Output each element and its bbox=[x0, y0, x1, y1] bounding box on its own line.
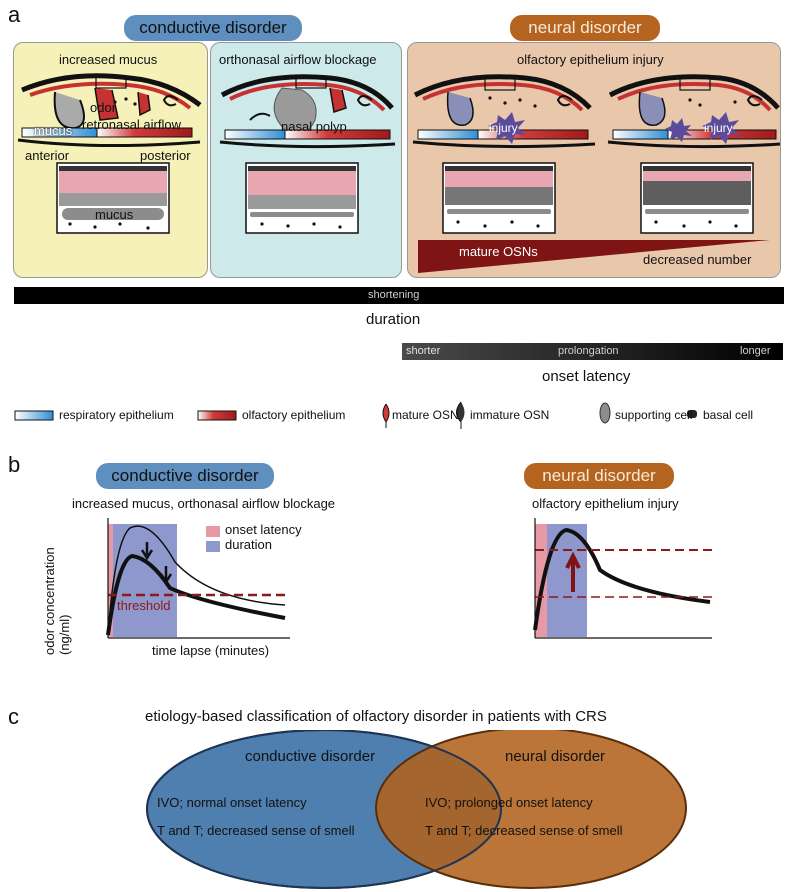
venn-left-title: conductive disorder bbox=[245, 748, 376, 765]
nasal-polyp-label: nasal polyp bbox=[281, 119, 347, 134]
panel-a-conductive-title: conductive disorder bbox=[124, 15, 302, 41]
onset-latency-label: onset latency bbox=[542, 368, 631, 385]
panel-b-conductive-subtitle: increased mucus, orthonasal airflow bloc… bbox=[72, 496, 336, 511]
panel-b-conductive-title: conductive disorder bbox=[96, 463, 274, 489]
epithelium-inset-3 bbox=[442, 162, 556, 234]
odor-label: odor bbox=[90, 100, 117, 115]
injury-label-1: injury bbox=[489, 121, 518, 135]
legend-mature-osn-label: mature OSN bbox=[392, 408, 459, 422]
venn-right-line1: IVO; prolonged onset latency bbox=[425, 795, 593, 810]
epithelium-inset-2 bbox=[245, 162, 359, 234]
box1-title: increased mucus bbox=[59, 52, 158, 67]
legend-duration: duration bbox=[225, 537, 272, 552]
mature-osns-label: mature OSNs bbox=[459, 244, 538, 259]
y-axis-label: odor concentration (ng/ml) bbox=[42, 547, 72, 655]
panel-c-title: etiology-based classification of olfacto… bbox=[145, 708, 607, 725]
legend-immature-osn-label: immature OSN bbox=[470, 408, 550, 422]
cavity-1 bbox=[17, 73, 202, 148]
onset-prolongation-text: prolongation bbox=[558, 345, 619, 357]
mucus-layer-label: mucus bbox=[95, 207, 134, 222]
venn-diagram bbox=[146, 730, 687, 889]
threshold-label: threshold bbox=[117, 598, 171, 613]
box2-title: orthonasal airflow blockage bbox=[219, 52, 377, 67]
decreased-number-label: decreased number bbox=[643, 252, 752, 267]
cavity-4 bbox=[607, 74, 781, 149]
neural-ellipse bbox=[375, 730, 687, 889]
y-axis-label-line1: odor concentration bbox=[42, 547, 57, 655]
venn-left-line1: IVO; normal onset latency bbox=[157, 795, 307, 810]
legend-respiratory-label: respiratory epithelium bbox=[59, 408, 174, 422]
duration-bar-text: shortening bbox=[368, 289, 420, 301]
injury-label-2: injury bbox=[704, 121, 733, 135]
legend-olfactory-label: olfactory epithelium bbox=[242, 408, 346, 422]
retronasal-label: retronasal airflow bbox=[82, 117, 181, 132]
panel-b-letter: b bbox=[8, 452, 21, 477]
cavity-2 bbox=[219, 74, 396, 149]
venn-left-line2: T and T; decreased sense of smell bbox=[157, 823, 355, 838]
venn-right-line2: T and T; decreased sense of smell bbox=[425, 823, 623, 838]
panel-a-neural-title: neural disorder bbox=[510, 15, 660, 41]
duration-bar bbox=[14, 287, 784, 304]
legend-supporting-cell-label: supporting cell bbox=[615, 408, 693, 422]
epithelium-injury-box bbox=[407, 42, 781, 278]
nasal-cavity-illustrations bbox=[17, 73, 781, 273]
panel-c-letter: c bbox=[8, 704, 19, 729]
mucus-small-label: mucus bbox=[34, 123, 73, 138]
mature-osn-wedge bbox=[418, 240, 770, 273]
legend-icons bbox=[14, 401, 697, 429]
epithelium-inset-4 bbox=[640, 162, 754, 234]
panel-b-curves bbox=[106, 518, 712, 639]
conductive-ellipse-outline bbox=[146, 730, 502, 889]
legend-basal-cell-label: basal cell bbox=[703, 408, 754, 422]
panel-a-letter: a bbox=[8, 2, 21, 27]
venn-right-title: neural disorder bbox=[505, 748, 606, 765]
duration-label: duration bbox=[366, 311, 421, 328]
x-axis-label: time lapse (minutes) bbox=[152, 643, 270, 658]
airflow-blockage-box bbox=[210, 42, 402, 278]
onset-longer-text: longer bbox=[740, 345, 771, 357]
posterior-label: posterior bbox=[140, 148, 191, 163]
panel-b-neural-title: neural disorder bbox=[524, 463, 674, 489]
onset-latency-bar bbox=[402, 343, 783, 360]
onset-shorter-text: shorter bbox=[406, 345, 441, 357]
y-axis-label-line2: (ng/ml) bbox=[57, 614, 72, 655]
epithelium-inset-1 bbox=[56, 162, 170, 234]
panel-b-neural-subtitle: olfactory epithelium injury bbox=[532, 496, 679, 511]
box3-title: olfactory epithelium injury bbox=[517, 52, 664, 67]
anterior-label: anterior bbox=[25, 148, 70, 163]
cavity-3 bbox=[412, 74, 596, 149]
legend-onset-latency: onset latency bbox=[225, 522, 302, 537]
